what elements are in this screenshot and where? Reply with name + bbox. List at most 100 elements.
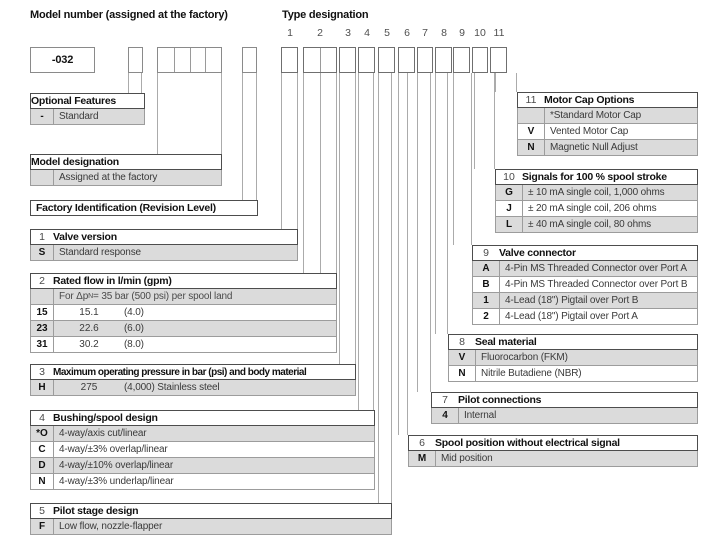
table-title: Pilot connections: [458, 394, 542, 406]
table-header: Model designation: [30, 154, 222, 170]
code-cell: M: [409, 451, 436, 466]
table-title: Valve version: [53, 231, 117, 243]
type-number-7: 7: [422, 27, 428, 39]
table-number: 7: [442, 394, 448, 406]
code-cell: [31, 170, 54, 185]
code-cell: A: [473, 261, 500, 276]
type-number-8: 8: [441, 27, 447, 39]
table-number: 3: [39, 366, 45, 378]
table-number: 10: [503, 171, 515, 183]
table-number: 6: [419, 437, 425, 449]
type-designation-label: Type designation: [282, 9, 369, 21]
divider: [320, 48, 321, 72]
table-row-15: 15 15.1 (4.0): [30, 305, 337, 321]
table-factory-identification: Factory Identification (Revision Level): [30, 200, 258, 216]
description-cell: 4-way/±3% overlap/linear: [59, 444, 168, 455]
type-number-9: 9: [459, 27, 465, 39]
connector-leg-4: [358, 73, 374, 410]
value-cell-secondary: (4,000) Stainless steel: [124, 382, 220, 393]
description-cell: 4-way/±3% underlap/linear: [59, 476, 174, 487]
table-number: 8: [459, 336, 465, 348]
code-cell: L: [496, 217, 523, 232]
table-row-0: Assigned at the factory: [30, 170, 222, 186]
optional-features-box: [128, 47, 143, 73]
table-row-L: L± 40 mA single coil, 80 ohms: [495, 217, 698, 233]
description-cell: ± 10 mA single coil, 1,000 ohms: [528, 187, 665, 198]
connector-leg-8: [435, 73, 448, 334]
value-cell-secondary: (6.0): [124, 323, 144, 334]
type-box-6: [398, 47, 415, 73]
type-number-11: 11: [493, 27, 505, 39]
type-number-10: 10: [474, 27, 486, 39]
connector-leg-10: [474, 73, 495, 169]
table-title: Valve connector: [499, 247, 576, 259]
table-header: 7 Pilot connections: [431, 392, 698, 408]
table-number: 2: [39, 275, 45, 287]
element: = 35 bar (500 psi) per spool land: [93, 291, 233, 302]
code-cell: 15: [31, 305, 54, 320]
description-cell: ± 20 mA single coil, 206 ohms: [528, 203, 657, 214]
table-row-31: 31 30.2 (8.0): [30, 337, 337, 353]
code-cell: D: [31, 458, 54, 473]
table-number: 11: [525, 94, 537, 106]
table-header: 2 Rated flow in l/min (gpm): [30, 273, 337, 289]
type-box-9: [453, 47, 470, 73]
table-title: Pilot stage design: [53, 505, 139, 517]
value-cell-secondary: (8.0): [124, 339, 144, 350]
table-row-J: J ± 20 mA single coil, 206 ohms: [495, 201, 698, 217]
code-cell: J: [496, 201, 523, 216]
type-box-7: [417, 47, 433, 73]
connector-leg-7: [417, 73, 431, 392]
code-cell: 2: [473, 309, 500, 324]
table-row-2: 2 4-Lead (18") Pigtail over Port A: [472, 309, 698, 325]
table-header: 9 Valve connector: [472, 245, 698, 261]
code-cell: 31: [31, 337, 54, 352]
value-cell: 30.2: [79, 339, 99, 350]
table-number: 5: [39, 505, 45, 517]
table-title: Factory Identification (Revision Level): [30, 200, 258, 216]
table-header: Optional Features: [30, 93, 145, 109]
table-row--: -Standard: [30, 109, 145, 125]
code-cell: [31, 289, 54, 304]
value-cell: 15.1: [79, 307, 99, 318]
description-cell: Fluorocarbon (FKM): [481, 352, 568, 363]
table-title: Optional Features: [31, 95, 117, 107]
connector-leg-3: [339, 73, 356, 364]
divider: [189, 48, 191, 72]
table-number: 9: [483, 247, 489, 259]
description-cell: 4-Lead (18") Pigtail over Port A: [505, 311, 638, 322]
connector-leg-6: [398, 73, 408, 435]
value-cell-secondary: (4.0): [124, 307, 144, 318]
type-number-4: 4: [364, 27, 370, 39]
description-cell: 4-way/axis cut/linear: [59, 428, 147, 439]
description-cell: Low flow, nozzle-flapper: [59, 521, 163, 532]
table-optional-features: Optional Features -Standard: [30, 93, 145, 125]
type-box-8: [435, 47, 452, 73]
connector-leg-factory-identification: [242, 73, 257, 200]
type-box-1: [281, 47, 298, 73]
description-cell: 4-Lead (18") Pigtail over Port B: [505, 295, 639, 306]
code-cell: G: [496, 185, 523, 200]
table-title: Rated flow in l/min (gpm): [53, 275, 172, 287]
table-title: Bushing/spool design: [53, 412, 158, 424]
